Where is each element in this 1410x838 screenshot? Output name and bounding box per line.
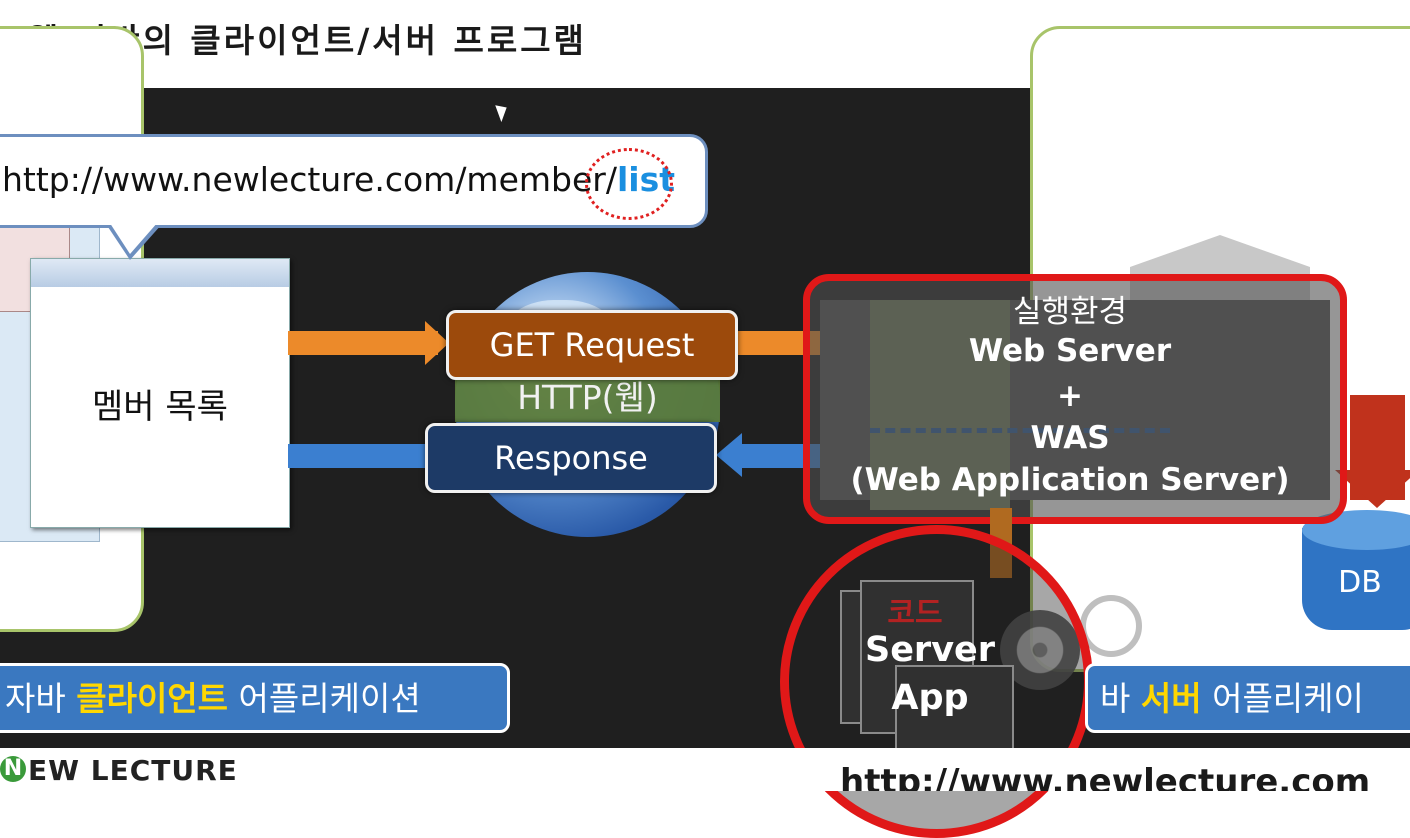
server-app-label-1: Server [864, 630, 996, 670]
get-request-box: GET Request [446, 310, 738, 380]
response-arrow-head [716, 433, 742, 477]
url-highlight-circle [585, 148, 673, 220]
was-label: WAS [1030, 420, 1110, 456]
http-label: HTTP(웹) [517, 378, 658, 417]
client-banner-highlight: 클라이언트 [76, 679, 229, 718]
environment-title: 실행환경 [1012, 294, 1128, 330]
request-arrow [288, 331, 438, 355]
execution-environment-box [803, 274, 1347, 524]
browser-window: 멤버 목록 [30, 258, 290, 528]
newlecture-logo-text: EW LECTURE [28, 754, 238, 787]
response-box: Response [425, 423, 717, 493]
url-bubble-tail-inner [104, 214, 165, 254]
server-app-label-2: App [891, 678, 969, 718]
request-arrow-head [425, 321, 449, 365]
server-banner-highlight: 서버 [1140, 679, 1202, 718]
browser-titlebar [31, 259, 289, 287]
server-app-banner: 바 서버 어플리케이 [1085, 663, 1410, 733]
newlecture-logo-icon: N [0, 756, 26, 782]
plus-label: + [1057, 378, 1083, 414]
footer: N EW LECTURE http://www.newlecture.com [0, 748, 1410, 791]
url-text: http://www.newlecture.com/member/list [2, 160, 675, 199]
was-full-label: (Web Application Server) [850, 462, 1290, 498]
client-app-banner: 자바 클라이언트 어플리케이션 [0, 663, 510, 733]
client-banner-prefix: 자바 [5, 679, 77, 718]
browser-content-label: 멤버 목록 [92, 387, 228, 427]
response-arrow-left [288, 444, 436, 468]
db-label: DB [1338, 565, 1382, 600]
footer-url: http://www.newlecture.com [840, 762, 1371, 791]
server-banner-suffix: 어플리케이 [1201, 679, 1364, 718]
url-prefix: http://www.newlecture.com/member/ [2, 160, 617, 199]
web-server-label: Web Server [968, 333, 1172, 369]
server-banner-prefix: 바 [1100, 679, 1141, 718]
code-label: 코드 [887, 596, 943, 631]
db-arrow-head [1335, 470, 1410, 508]
client-banner-suffix: 어플리케이션 [228, 679, 421, 718]
